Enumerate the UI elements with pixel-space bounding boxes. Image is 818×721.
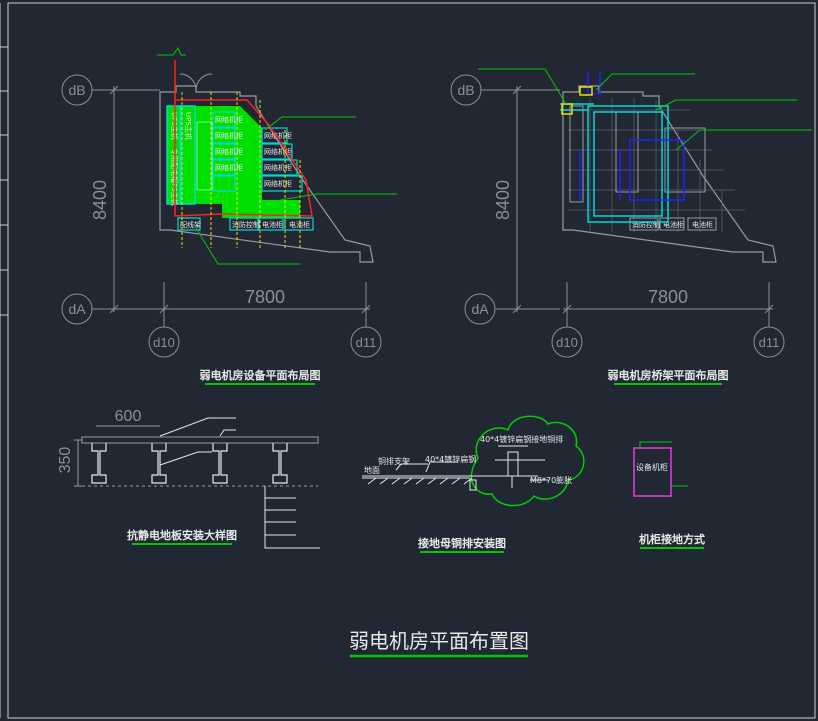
ground-label-bolt: M8*70膨胀 bbox=[530, 475, 572, 485]
grid-bubble-d10-1: d10 bbox=[148, 326, 180, 358]
rack-label-col3-a: 网络机柜 bbox=[264, 131, 292, 140]
dim-horizontal-2: 7800 bbox=[648, 287, 688, 307]
grid-bubble-dA-1: dA bbox=[61, 293, 93, 325]
ground-label-support: 铜排支架 bbox=[378, 456, 410, 466]
yellow-tray-lines bbox=[181, 92, 301, 248]
room-outline-1 bbox=[159, 85, 374, 263]
bottom-label-3: 电池柜 bbox=[262, 220, 283, 229]
rack-outlines-2 bbox=[569, 105, 717, 231]
dimension-lines-2 bbox=[481, 85, 774, 327]
tray-bottom-label-2: 电池柜 bbox=[663, 220, 684, 229]
red-cable-route bbox=[174, 60, 313, 217]
grid-label-dA-1: dA bbox=[68, 301, 86, 317]
caption-cabinet-detail: 机柜接地方式 bbox=[639, 532, 705, 546]
rack-label-col2-c: 网络机柜 bbox=[215, 147, 243, 156]
tray-plan: dB dA d10 d11 8400 7800 bbox=[450, 68, 812, 358]
rack-column-1 bbox=[166, 105, 196, 205]
grid-bubble-d10-2: d10 bbox=[551, 326, 583, 358]
bottom-label-4: 电池柜 bbox=[289, 220, 310, 229]
grid-label-d11-2: d11 bbox=[759, 335, 780, 350]
caption-ground-detail: 接地母铜排安装图 bbox=[418, 536, 506, 550]
rack-label-col1-a: UPS主机 bbox=[184, 112, 193, 140]
bottom-label-2: 消防控制 bbox=[232, 220, 260, 229]
grid-label-dA-2: dA bbox=[471, 301, 489, 317]
caption-equipment-plan: 弱电机房设备平面布局图 bbox=[200, 368, 321, 382]
grid-label-d11-1: d11 bbox=[356, 335, 377, 350]
grid-label-dB-2: dB bbox=[457, 82, 474, 98]
hatch-marks bbox=[367, 477, 473, 485]
cyan-tray-loop bbox=[560, 103, 669, 223]
rack-label-col3-b: 网络机柜 bbox=[264, 147, 292, 156]
grid-bubble-dB-1: dB bbox=[61, 74, 93, 106]
ground-label-cloud: 40*4镀锌扁钢接地铜排 bbox=[480, 434, 563, 444]
rack-label-col2-a: 网络机柜 bbox=[215, 115, 243, 124]
ground-label-floor: 地面 bbox=[364, 465, 380, 475]
grid-bubble-d11-2: d11 bbox=[753, 326, 785, 358]
tray-bottom-label-1: 消防控制 bbox=[632, 220, 660, 229]
main-title: 弱电机房平面布置图 bbox=[349, 629, 529, 653]
equipment-plan: dB dA d10 d11 8400 7800 bbox=[61, 46, 397, 358]
room-outline-2 bbox=[562, 85, 777, 263]
ground-detail: 铜排支架 40*4镀锌扁钢 40*4镀锌扁钢接地铜排 M8*70膨胀 地面 bbox=[362, 415, 585, 507]
rack-label-col2-b: 网络机柜 bbox=[215, 131, 243, 140]
floor-dim-width: 600 bbox=[115, 408, 142, 425]
cabinet-box bbox=[633, 447, 672, 497]
floor-pedestals bbox=[91, 443, 288, 484]
grid-bubble-d11-1: d11 bbox=[350, 326, 382, 358]
caption-floor-detail: 抗静电地板安装大样图 bbox=[127, 528, 237, 542]
aisle-1 bbox=[196, 121, 213, 191]
floor-dim-height: 350 bbox=[57, 447, 74, 474]
dim-horizontal-1: 7800 bbox=[245, 287, 285, 307]
tray-bottom-label-3: 电池柜 bbox=[692, 220, 713, 229]
cabinet-detail: 设备机柜 bbox=[633, 441, 688, 497]
caption-tray-plan: 弱电机房桥架平面布局图 bbox=[608, 368, 729, 382]
grid-label-d10-2: d10 bbox=[556, 335, 578, 350]
door-arc-2 bbox=[195, 73, 213, 91]
floor-detail: 600 350 bbox=[57, 408, 320, 549]
grid-label-d10-1: d10 bbox=[153, 335, 175, 350]
left-tick-marks bbox=[0, 46, 8, 316]
dim-vertical-2: 8400 bbox=[493, 180, 513, 220]
dimension-lines-1 bbox=[92, 85, 371, 327]
rack-bottom-row bbox=[177, 217, 314, 231]
door-arc-1 bbox=[179, 73, 197, 91]
dim-vertical-1: 8400 bbox=[90, 180, 110, 220]
rack-label-col2-d: 网络机柜 bbox=[215, 163, 243, 172]
cabinet-box-label: 设备机柜 bbox=[636, 462, 668, 472]
rack-label-col3-c: 网络机柜 bbox=[264, 163, 292, 172]
grid-bubble-dB-2: dB bbox=[450, 74, 482, 106]
yellow-marker-1 bbox=[579, 86, 593, 96]
rack-label-col3-d: 网络机柜 bbox=[264, 179, 292, 188]
bottom-label-1: 配线架 bbox=[180, 220, 201, 229]
yellow-marker-2 bbox=[561, 103, 573, 115]
leader-lines-1 bbox=[157, 46, 397, 265]
blue-tray-lines bbox=[579, 72, 685, 201]
leader-lines-2 bbox=[478, 68, 812, 151]
ground-label-steel: 40*4镀锌扁钢 bbox=[425, 454, 476, 464]
rack-column-2 bbox=[212, 111, 236, 192]
drawing-frame bbox=[7, 2, 816, 719]
grid-label-dB-1: dB bbox=[68, 82, 85, 98]
grid-bubble-dA-2: dA bbox=[464, 293, 496, 325]
cloud-outline bbox=[470, 415, 585, 507]
